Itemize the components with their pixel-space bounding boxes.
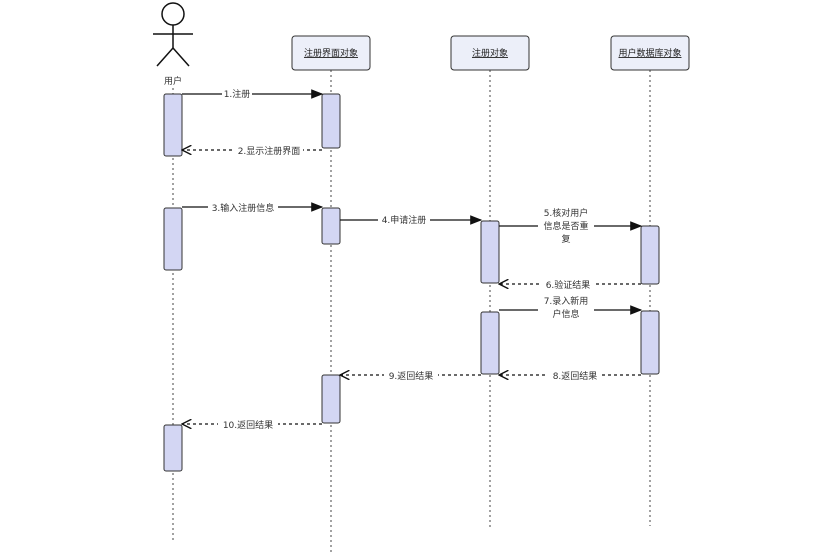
- actor-head: [161, 2, 185, 26]
- activation-user-1: [163, 93, 183, 157]
- object-label: 注册对象: [472, 47, 508, 59]
- msg-label-5-line3: 复: [561, 233, 570, 245]
- msg-label-10: 10.返回结果: [223, 419, 273, 431]
- label-bg: [218, 418, 278, 431]
- actor-user: 用户: [153, 2, 193, 87]
- activation-db-2: [640, 310, 660, 375]
- msg-label-1: 1.注册: [224, 88, 251, 100]
- label-bg: [378, 213, 430, 226]
- msg-label-7-line1: 7.录入新用: [544, 295, 589, 307]
- msg-label-7-line2: 户信息: [552, 308, 579, 320]
- label-bg: [384, 369, 438, 382]
- object-label: 注册界面对象: [304, 47, 358, 59]
- label-bg: [548, 369, 602, 382]
- activation-ui-1: [321, 93, 341, 149]
- object-header-user-db: 用户数据库对象: [610, 35, 690, 71]
- msg-label-8: 8.返回结果: [553, 370, 598, 382]
- msg-label-4: 4.申请注册: [382, 214, 427, 226]
- activation-register-1: [480, 220, 500, 284]
- msg-label-5-line1: 5.核对用户: [544, 207, 589, 219]
- message-labels: 1.注册 2.显示注册界面 3.输入注册信息 4.申请注册 5.核对用户 信息是…: [208, 87, 602, 431]
- actor-leg-left: [156, 47, 174, 67]
- object-box: [450, 35, 530, 71]
- object-box: [291, 35, 371, 71]
- label-bg: [222, 87, 252, 100]
- label-bg: [542, 278, 594, 291]
- activation-ui-3: [321, 374, 341, 424]
- msg-label-2: 2.显示注册界面: [238, 145, 301, 157]
- object-box: [610, 35, 690, 71]
- msg-label-3: 3.输入注册信息: [212, 202, 275, 214]
- msg-label-5-line2: 信息是否重: [543, 220, 588, 232]
- object-label: 用户数据库对象: [618, 47, 681, 59]
- label-bg: [235, 144, 303, 157]
- object-header-register-object: 注册对象: [450, 35, 530, 71]
- activation-ui-2: [321, 207, 341, 245]
- activations: [163, 93, 660, 472]
- msg-label-6: 6.验证结果: [546, 279, 591, 291]
- activation-register-2: [480, 311, 500, 375]
- label-bg: [538, 207, 594, 247]
- object-header-register-ui: 注册界面对象: [291, 35, 371, 71]
- msg-label-9: 9.返回结果: [389, 370, 434, 382]
- activation-db-1: [640, 225, 660, 285]
- label-bg: [538, 294, 594, 322]
- activation-user-3: [163, 424, 183, 472]
- lifelines: [172, 70, 651, 552]
- actor-label: 用户: [164, 75, 182, 87]
- actor-leg-right: [172, 47, 190, 67]
- label-bg: [208, 201, 278, 214]
- activation-user-2: [163, 207, 183, 271]
